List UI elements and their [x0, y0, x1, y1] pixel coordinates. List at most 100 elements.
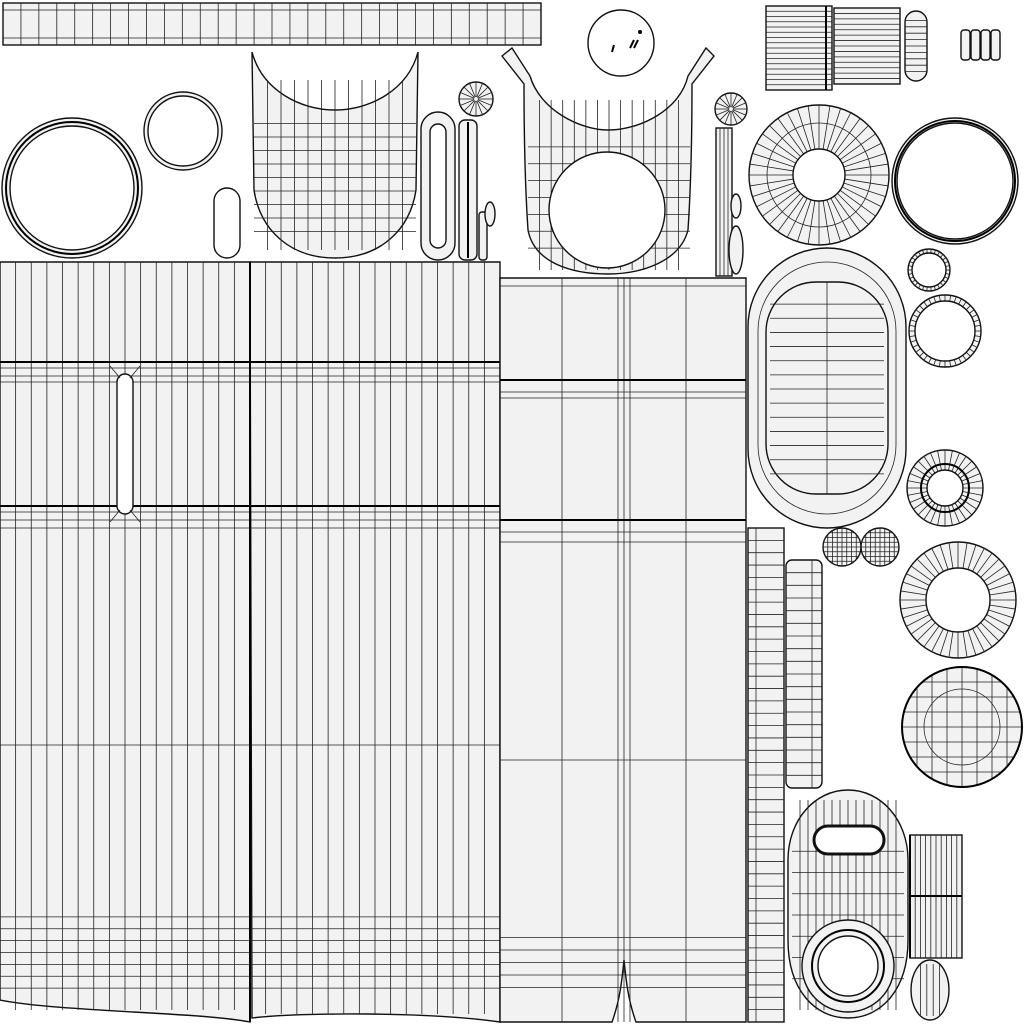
wire-segment	[833, 195, 861, 232]
wire-segment	[928, 298, 932, 305]
fan-spokes-a	[459, 82, 493, 116]
uv-island-loop-tall	[420, 111, 496, 261]
beaded-medium-spokes	[909, 295, 981, 367]
uv-island-fan-small-b	[714, 92, 748, 126]
wire-segment	[839, 189, 876, 217]
wire-segment	[958, 298, 962, 305]
tall-panel-vlines	[561, 278, 687, 1022]
wire-segment	[962, 355, 967, 361]
uv-island-fan-small-a	[458, 81, 494, 117]
wire-segment	[731, 110, 738, 124]
wire-segment	[971, 344, 978, 348]
uv-island-radial-donut	[748, 104, 890, 246]
wire-segment	[476, 100, 483, 115]
wire-segment	[938, 295, 941, 302]
wire-segment	[826, 108, 842, 151]
wire-segment	[971, 314, 978, 318]
wire-segment	[938, 360, 941, 367]
wire-segment	[962, 480, 983, 485]
wire-segment	[958, 357, 962, 364]
wire-segment	[716, 102, 730, 109]
wire-segment	[919, 305, 925, 311]
uv-island-globe	[901, 666, 1023, 788]
wire-segment	[949, 295, 952, 302]
wire-segment	[959, 497, 977, 510]
wire-segment	[962, 631, 968, 658]
wire-segment	[716, 109, 730, 116]
wire-segment	[954, 456, 967, 474]
wire-segment	[844, 163, 889, 172]
wire-segment	[732, 97, 743, 108]
wire-segment	[796, 108, 812, 151]
wire-segment	[724, 94, 731, 108]
wire-segment	[833, 118, 861, 155]
uv-island-yoke-panel	[501, 46, 715, 275]
wire-segment	[826, 199, 842, 242]
wire-segment	[957, 460, 973, 476]
wire-segment	[912, 314, 919, 318]
wire-segment	[731, 94, 738, 108]
wire-segment	[957, 500, 973, 516]
wire-segment	[477, 99, 492, 106]
wire-segment	[477, 100, 489, 112]
wire-segment	[948, 542, 954, 569]
uv-island-tall-panel	[499, 277, 747, 1023]
wire-segment	[463, 86, 475, 98]
wire-segment	[974, 324, 981, 327]
wire-segment	[732, 109, 746, 116]
wire-segment	[460, 92, 475, 99]
wire-segment	[972, 628, 985, 652]
wire-segment	[965, 305, 971, 311]
uv-island-strip-long	[747, 527, 785, 1023]
uv-island-ring-large-left	[1, 117, 143, 259]
wire-segment	[830, 197, 852, 238]
wire-segment	[928, 357, 932, 364]
wire-segment	[916, 558, 936, 578]
wire-segment	[749, 178, 794, 187]
wire-segment	[923, 456, 936, 474]
wire-segment	[469, 100, 476, 115]
wire-segment	[939, 544, 949, 570]
uv-island-mesh-sphere-b	[860, 527, 900, 567]
uv-island-cup	[787, 789, 909, 1019]
wire-segment	[719, 110, 730, 121]
uv-island-capsule-ribbed	[904, 10, 928, 82]
uv-island-ring-small	[143, 91, 223, 171]
wire-segment	[469, 83, 476, 98]
wire-segment	[980, 622, 1000, 642]
uv-island-mesh-sphere-a	[822, 527, 862, 567]
wire-segment	[933, 359, 937, 366]
wire-segment	[937, 505, 942, 526]
curved-panel-grid-h	[254, 123, 416, 232]
wire-segment	[762, 189, 799, 217]
wire-segment	[923, 552, 940, 575]
wire-segment	[967, 630, 977, 656]
wire-segment	[909, 473, 929, 482]
wire-segment	[756, 186, 797, 208]
wire-segment	[962, 491, 983, 496]
wire-segment	[777, 195, 805, 232]
mesh-sphere-b-grid	[861, 528, 899, 566]
wire-segment	[907, 480, 928, 485]
wire-segment	[769, 125, 801, 157]
wire-segment	[951, 452, 960, 472]
strip-long-grid	[748, 539, 784, 1011]
wire-segment	[900, 590, 927, 596]
tall-panel-hem	[500, 937, 746, 988]
wire-segment	[841, 186, 882, 208]
wire-segment	[969, 309, 975, 314]
wire-segment	[476, 83, 483, 98]
wire-segment	[732, 102, 746, 109]
wire-segment	[719, 97, 730, 108]
wire-segment	[906, 614, 930, 627]
wire-segment	[951, 504, 960, 524]
wire-segment	[948, 450, 953, 471]
wire-segment	[917, 460, 933, 476]
wire-segment	[752, 152, 795, 168]
leaf-grid	[920, 964, 940, 1016]
wire-segment	[915, 309, 921, 314]
wire-segment	[980, 558, 1000, 578]
wire-segment	[959, 466, 977, 479]
wire-segment	[948, 631, 954, 658]
